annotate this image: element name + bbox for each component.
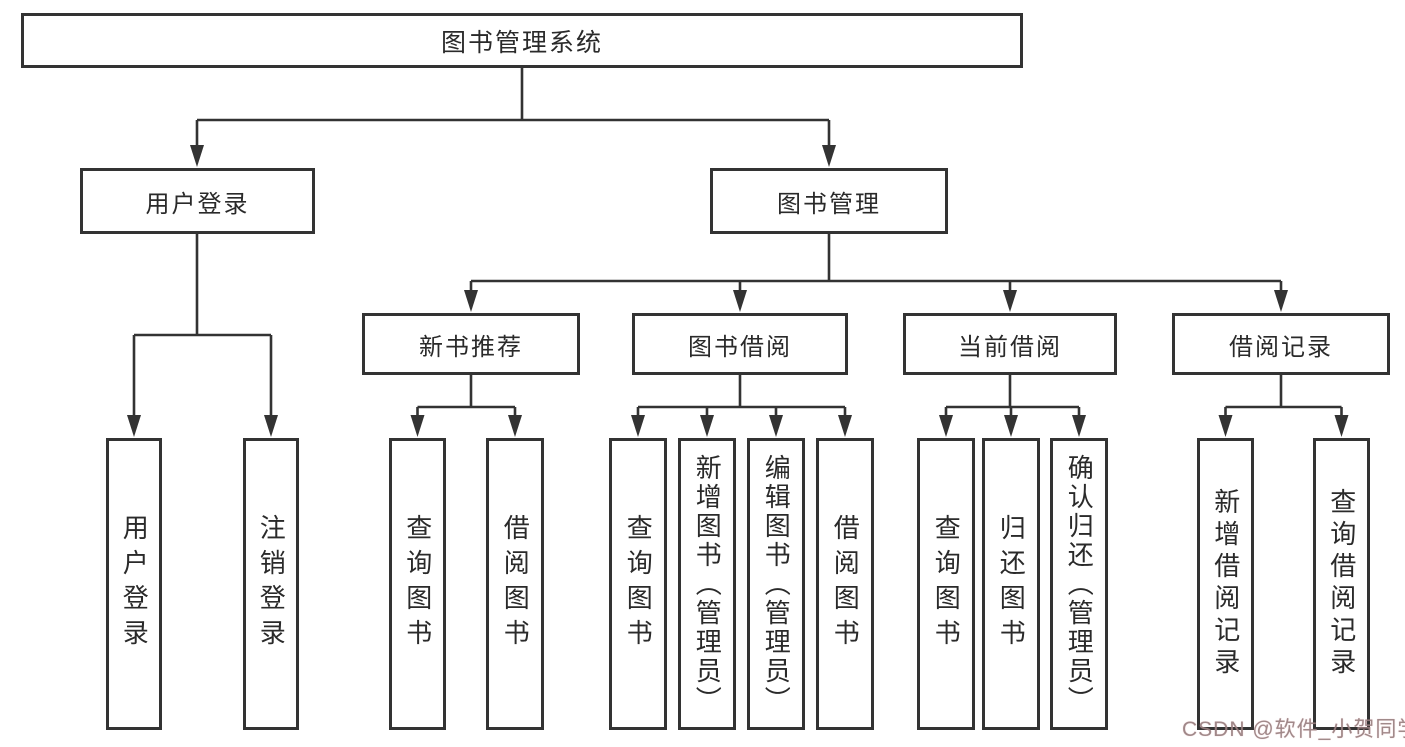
node-current-borrow-label: 当前借阅 [958,333,1062,361]
leaf-borrow-borrow-book-label: 借阅图书 [830,514,861,654]
node-book-management: 图书管理 [710,168,948,234]
leaf-newbook-query: 查询图书 [389,438,446,730]
leaf-record-add-label: 新增借阅记录 [1210,488,1241,680]
node-library-system: 图书管理系统 [21,13,1023,68]
node-new-book-recommend-label: 新书推荐 [419,333,523,361]
node-new-book-recommend: 新书推荐 [362,313,580,375]
leaf-record-query-label: 查询借阅记录 [1326,488,1357,680]
node-current-borrow: 当前借阅 [903,313,1117,375]
leaf-newbook-query-label: 查询图书 [402,514,433,654]
leaf-current-return-label: 归还图书 [996,514,1027,654]
leaf-current-confirm-return: 确认归还（管理员） [1050,438,1108,730]
leaf-current-confirm-return-label: 确认归还（管理员） [1064,453,1095,715]
leaf-current-query-label: 查询图书 [931,514,962,654]
leaf-user-login: 用户登录 [106,438,162,730]
csdn-watermark: CSDN @软件_小贺同学 [1182,718,1405,741]
leaf-newbook-borrow: 借阅图书 [486,438,544,730]
leaf-user-login-label: 用户登录 [119,514,150,654]
leaf-borrow-query-label: 查询图书 [623,514,654,654]
leaf-user-logout: 注销登录 [243,438,299,730]
leaf-borrow-edit-book: 编辑图书（管理员） [747,438,805,730]
leaf-current-query: 查询图书 [917,438,975,730]
leaf-borrow-query: 查询图书 [609,438,667,730]
node-user-login-label: 用户登录 [145,190,250,218]
node-borrow-records-label: 借阅记录 [1229,333,1333,361]
node-borrow-records: 借阅记录 [1172,313,1390,375]
node-book-borrow: 图书借阅 [632,313,848,375]
node-book-management-label: 图书管理 [777,190,881,218]
node-library-system-label: 图书管理系统 [440,28,603,57]
node-book-borrow-label: 图书借阅 [688,333,792,361]
leaf-borrow-add-book-label: 新增图书（管理员） [692,453,723,715]
node-user-login: 用户登录 [80,168,315,234]
leaf-borrow-add-book: 新增图书（管理员） [678,438,736,730]
leaf-user-logout-label: 注销登录 [256,514,287,654]
leaf-borrow-edit-book-label: 编辑图书（管理员） [761,453,792,715]
leaf-record-query: 查询借阅记录 [1313,438,1370,730]
leaf-record-add: 新增借阅记录 [1197,438,1254,730]
leaf-current-return: 归还图书 [982,438,1040,730]
leaf-newbook-borrow-label: 借阅图书 [500,514,531,654]
leaf-borrow-borrow-book: 借阅图书 [816,438,874,730]
